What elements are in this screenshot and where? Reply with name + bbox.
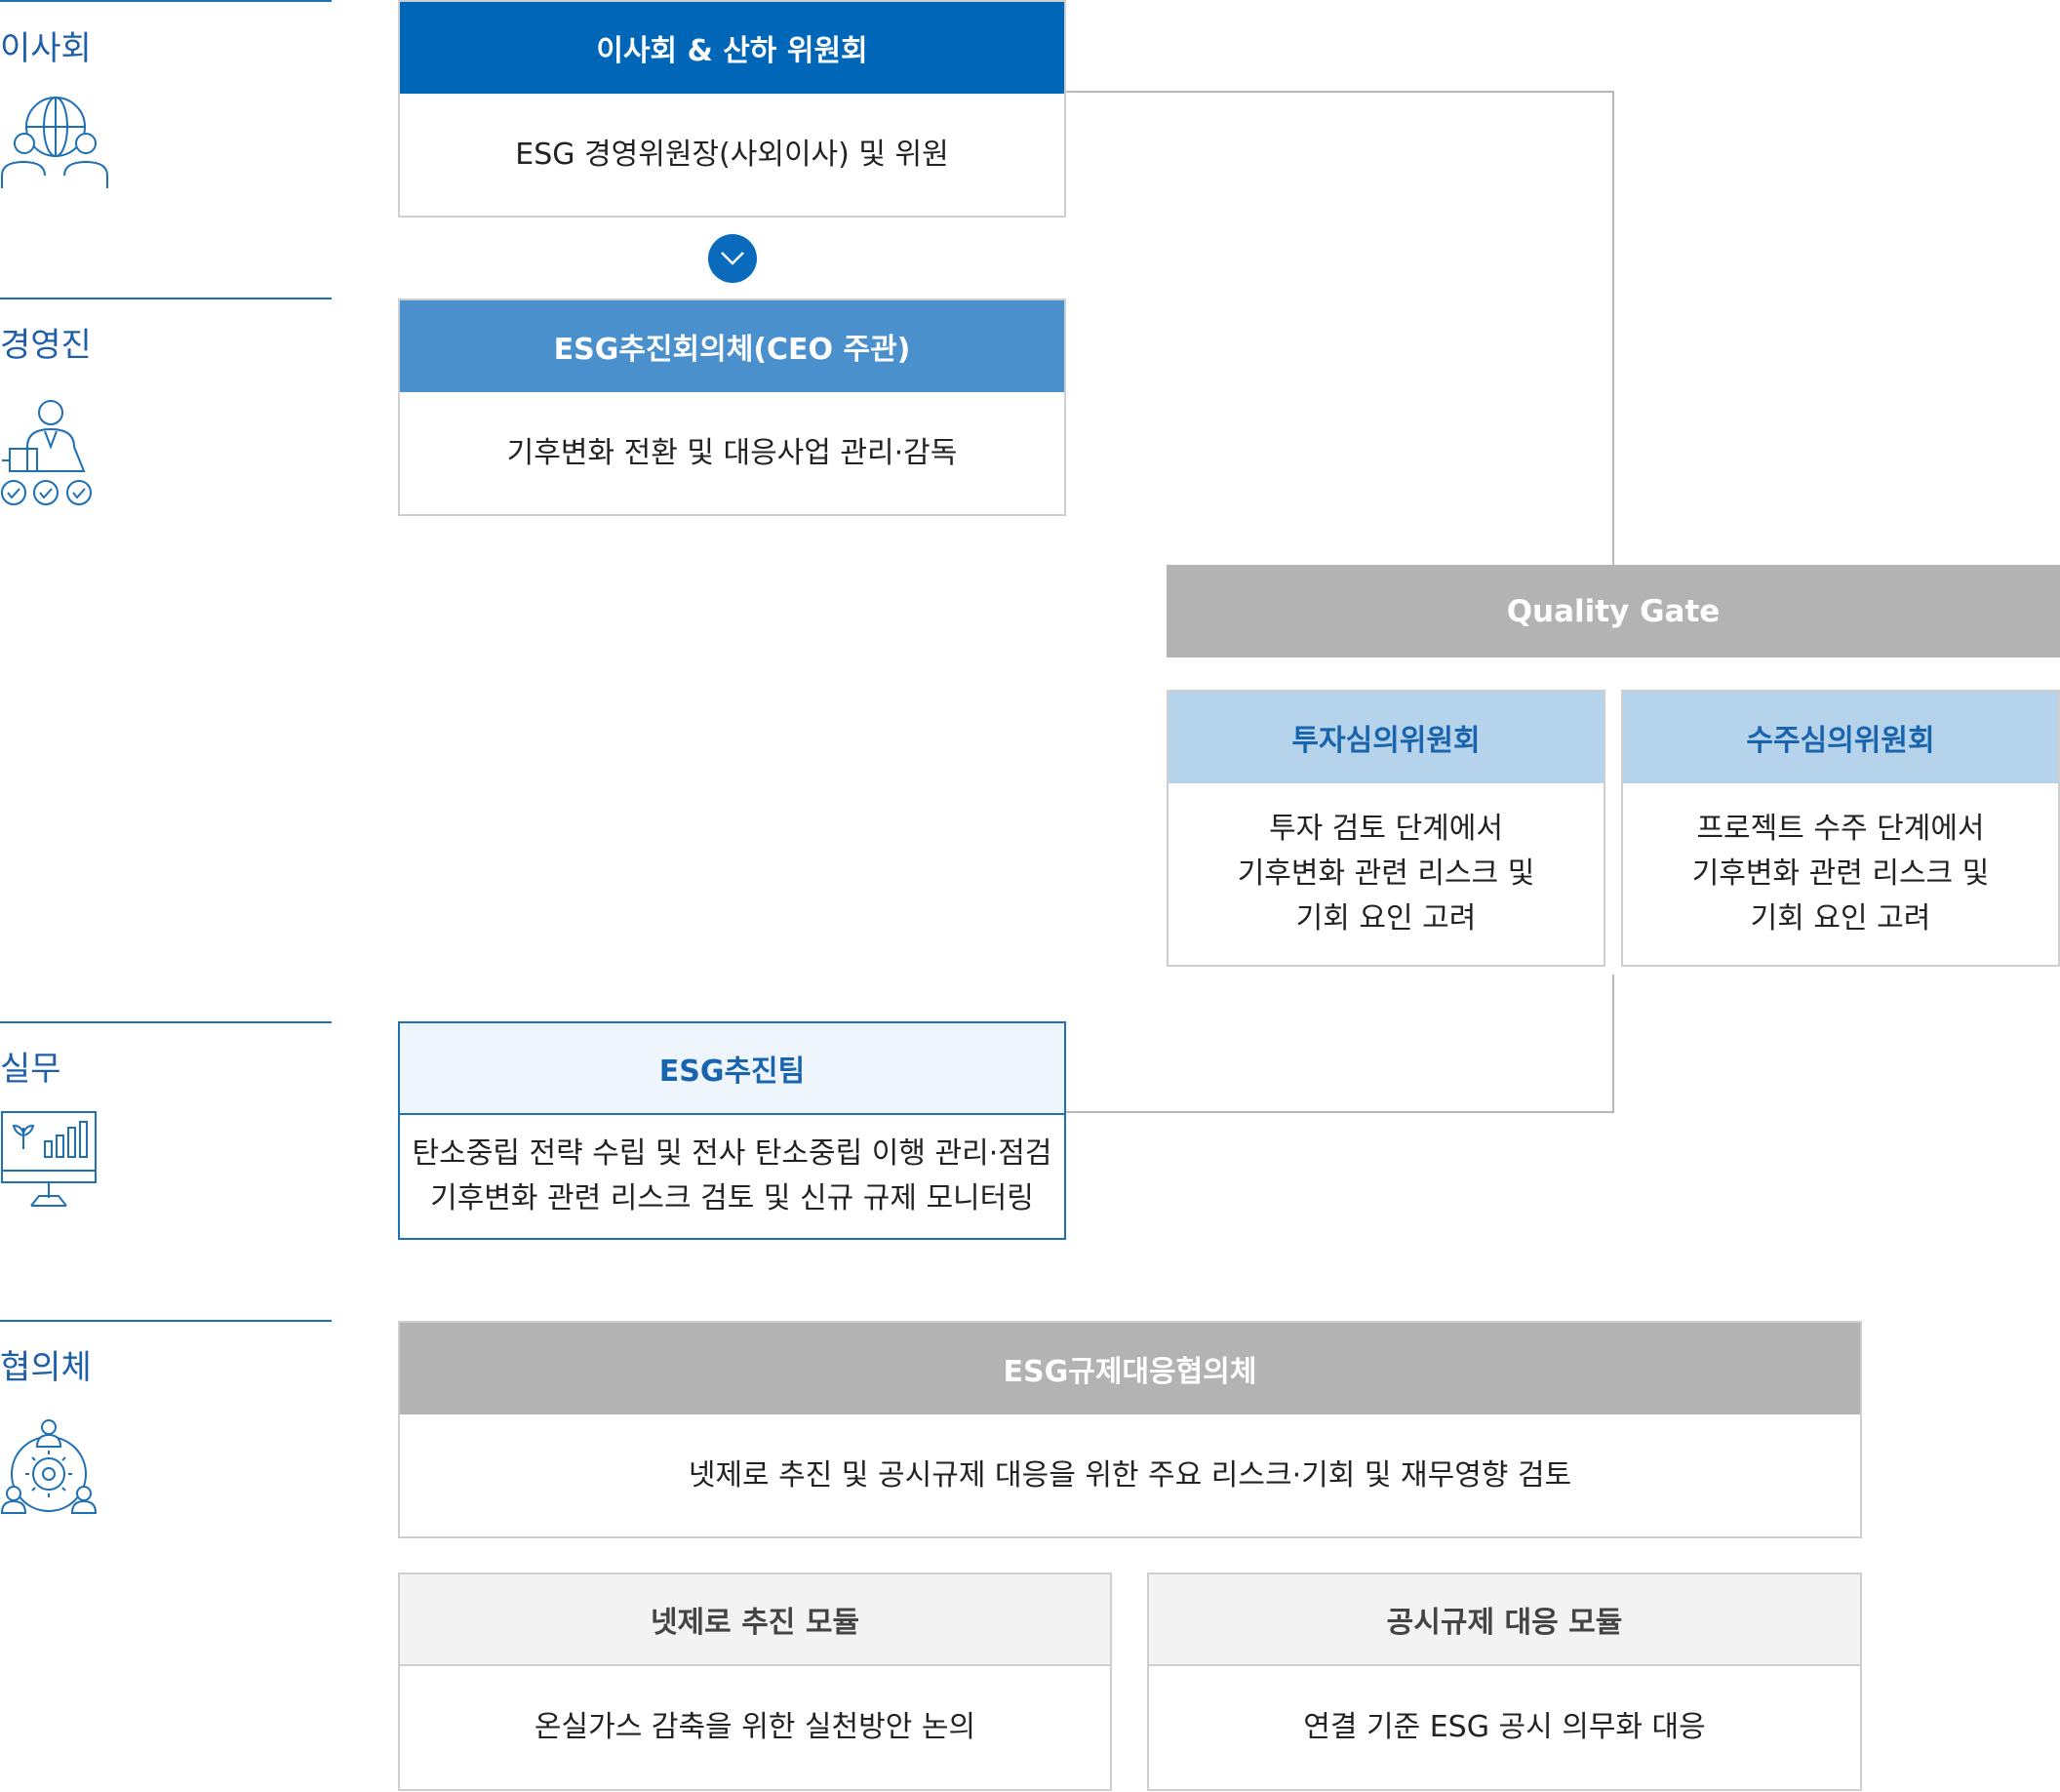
body-line: 투자 검토 단계에서	[1269, 812, 1503, 846]
connector-line	[1612, 91, 1614, 565]
board-committee-body: ESG 경영위원장(사외이사) 및 위원	[515, 137, 949, 172]
disclosure-module-box: 공시규제 대응 모듈 연결 기준 ESG 공시 의무화 대응	[1147, 1573, 1862, 1791]
tier-label-board: 이사회	[0, 29, 92, 68]
esg-promotion-council-header: ESG추진회의체(CEO 주관)	[400, 300, 1064, 392]
esg-promotion-council-box: ESG추진회의체(CEO 주관) 기후변화 전환 및 대응사업 관리·감독	[398, 299, 1066, 516]
investment-committee-header: 투자심의위원회	[1169, 692, 1604, 783]
body-line: 탄소중립 전략 수립 및 전사 탄소중립 이행 관리·점검	[412, 1136, 1052, 1171]
chevron-down-icon	[708, 234, 757, 283]
disclosure-module-header: 공시규제 대응 모듈	[1149, 1574, 1860, 1666]
connector-line	[1065, 1111, 1614, 1113]
board-committee-header: 이사회 & 산하 위원회	[400, 2, 1064, 94]
body-line: 프로젝트 수주 단계에서	[1696, 812, 1985, 846]
esg-team-box: ESG추진팀 탄소중립 전략 수립 및 전사 탄소중립 이행 관리·점검 기후변…	[398, 1021, 1066, 1240]
order-committee-box: 수주심의위원회 프로젝트 수주 단계에서 기후변화 관련 리스크 및 기회 요인…	[1621, 690, 2060, 967]
tier-divider	[0, 1320, 332, 1322]
body-line: 기회 요인 고려	[1295, 901, 1477, 936]
esg-regulation-council-header: ESG규제대응협의체	[400, 1323, 1860, 1414]
body-line: 기후변화 관련 리스크 검토 및 신규 규제 모니터링	[430, 1181, 1034, 1215]
board-globe-people-icon	[0, 93, 112, 194]
body-line: 기후변화 관련 리스크 및	[1691, 856, 1990, 891]
esg-team-header: ESG추진팀	[400, 1023, 1064, 1115]
tier-divider	[0, 0, 332, 2]
esg-regulation-council-box: ESG규제대응협의체 넷제로 추진 및 공시규제 대응을 위한 주요 리스크·기…	[398, 1321, 1862, 1538]
netzero-module-body: 온실가스 감축을 위한 실천방안 논의	[534, 1710, 976, 1744]
quality-gate-bar: Quality Gate	[1167, 565, 2060, 657]
netzero-module-box: 넷제로 추진 모듈 온실가스 감축을 위한 실천방안 논의	[398, 1573, 1112, 1791]
netzero-module-header: 넷제로 추진 모듈	[400, 1574, 1110, 1666]
executive-approval-icon	[0, 398, 98, 514]
tier-label-executive: 경영진	[0, 326, 92, 365]
tier-divider	[0, 1021, 332, 1023]
council-gear-people-icon	[0, 1419, 102, 1526]
monitor-chart-icon	[0, 1110, 98, 1212]
tier-divider	[0, 298, 332, 299]
body-line: 기후변화 관련 리스크 및	[1237, 856, 1535, 891]
investment-committee-body: 투자 검토 단계에서 기후변화 관련 리스크 및 기회 요인 고려	[1169, 783, 1604, 965]
body-line: 기회 요인 고려	[1750, 901, 1931, 936]
tier-label-working: 실무	[0, 1050, 61, 1089]
esg-promotion-council-body: 기후변화 전환 및 대응사업 관리·감독	[506, 435, 958, 470]
investment-committee-box: 투자심의위원회 투자 검토 단계에서 기후변화 관련 리스크 및 기회 요인 고…	[1167, 690, 1605, 967]
esg-regulation-council-body: 넷제로 추진 및 공시규제 대응을 위한 주요 리스크·기회 및 재무영향 검토	[688, 1457, 1572, 1493]
order-committee-header: 수주심의위원회	[1623, 692, 2058, 783]
connector-line	[1612, 975, 1614, 1113]
order-committee-body: 프로젝트 수주 단계에서 기후변화 관련 리스크 및 기회 요인 고려	[1623, 783, 2058, 965]
connector-line	[1065, 91, 1614, 93]
tier-label-council: 협의체	[0, 1348, 92, 1387]
esg-team-body: 탄소중립 전략 수립 및 전사 탄소중립 이행 관리·점검 기후변화 관련 리스…	[400, 1115, 1064, 1238]
board-committee-box: 이사회 & 산하 위원회 ESG 경영위원장(사외이사) 및 위원	[398, 0, 1066, 218]
disclosure-module-body: 연결 기준 ESG 공시 의무화 대응	[1303, 1710, 1706, 1744]
